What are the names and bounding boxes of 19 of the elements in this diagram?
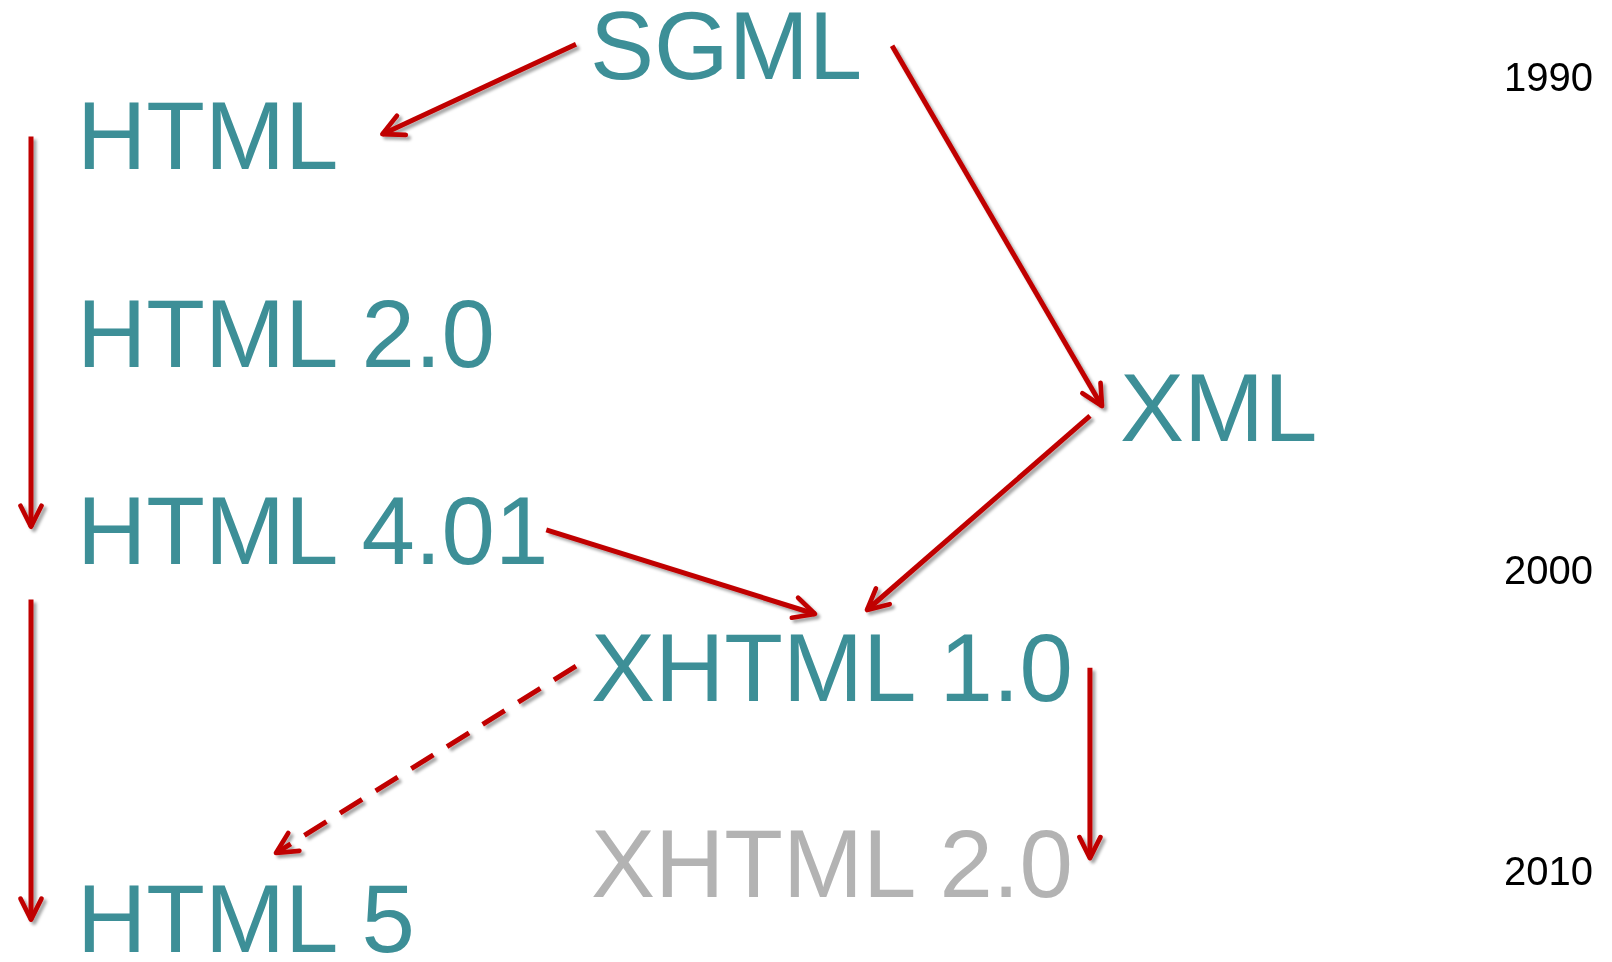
year-label: 2000 — [1504, 550, 1593, 590]
arrow — [18, 599, 44, 922]
arrow — [889, 44, 1105, 409]
node-label: SGML — [590, 5, 863, 87]
node-label: HTML 2.0 — [77, 293, 495, 375]
arrow — [545, 527, 818, 621]
arrow — [18, 136, 44, 530]
arrow — [1077, 667, 1103, 861]
node-label: XHTML 2.0 — [591, 823, 1073, 905]
arrow — [380, 41, 578, 138]
dashed-arrow — [273, 664, 578, 856]
year-label: 1990 — [1504, 57, 1593, 97]
node-label: HTML 4.01 — [77, 490, 549, 572]
node-label: HTML 5 — [77, 878, 415, 960]
node-label: XHTML 1.0 — [591, 627, 1073, 709]
year-label: 2010 — [1504, 851, 1593, 891]
node-label: XML — [1120, 367, 1318, 449]
node-label: HTML — [77, 95, 339, 177]
arrow — [864, 414, 1092, 613]
